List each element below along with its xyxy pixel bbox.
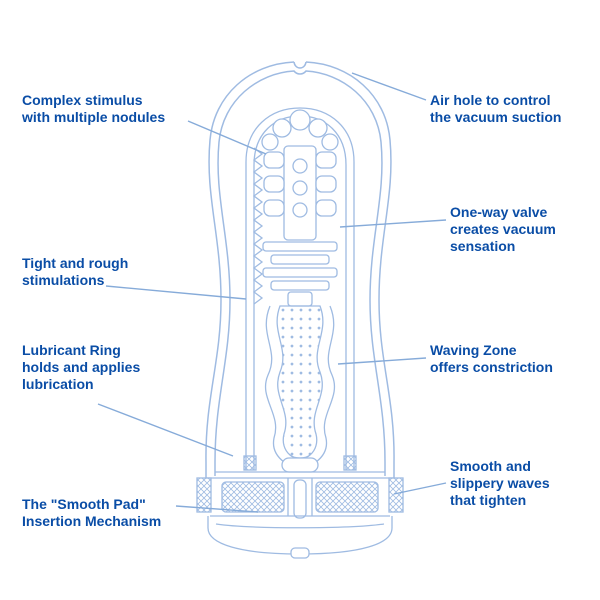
leader-lines [97,72,447,513]
bottom-tab [290,547,310,559]
waving-zone [264,305,336,473]
label-tight-rough: Tight and rough stimulations [22,255,129,289]
one-way-valve-ribs [262,241,338,307]
lubricant-ring-left [243,455,257,471]
label-complex-stimulus: Complex stimulus with multiple nodules [22,92,166,126]
base-assembly [196,455,404,559]
smooth-pad-left [221,481,285,513]
leader-lubricant-ring [97,403,234,457]
nodule-crown [261,109,339,241]
label-lubricant-ring: Lubricant Ring holds and applies lubrica… [22,342,141,393]
rough-texture-zigzag [252,147,264,305]
outer-body [205,61,395,478]
leader-complex-stimulus [187,120,267,155]
air-hole-notch [293,61,307,69]
smooth-pad-right [315,481,379,513]
side-clamp-left [196,477,212,513]
leader-smooth-waves [393,482,447,495]
lubricant-ring-right [343,455,357,471]
leader-one-way-valve [339,219,447,228]
waving-zone-dotted-core [276,305,324,459]
label-waving-zone: Waving Zone offers constriction [430,342,553,376]
label-smooth-pad: The "Smooth Pad" Insertion Mechanism [22,496,162,530]
label-one-way-valve: One-way valve creates vacuum sensation [450,204,556,255]
center-slot [293,479,307,519]
leader-tight-rough [105,285,247,300]
leader-smooth-pad [175,505,259,513]
label-smooth-waves: Smooth and slippery waves that tighten [450,458,550,509]
leader-air-hole [351,72,427,101]
leader-waving-zone [337,357,427,365]
side-clamp-right [388,477,404,513]
label-air-hole: Air hole to control the vacuum suction [430,92,562,126]
